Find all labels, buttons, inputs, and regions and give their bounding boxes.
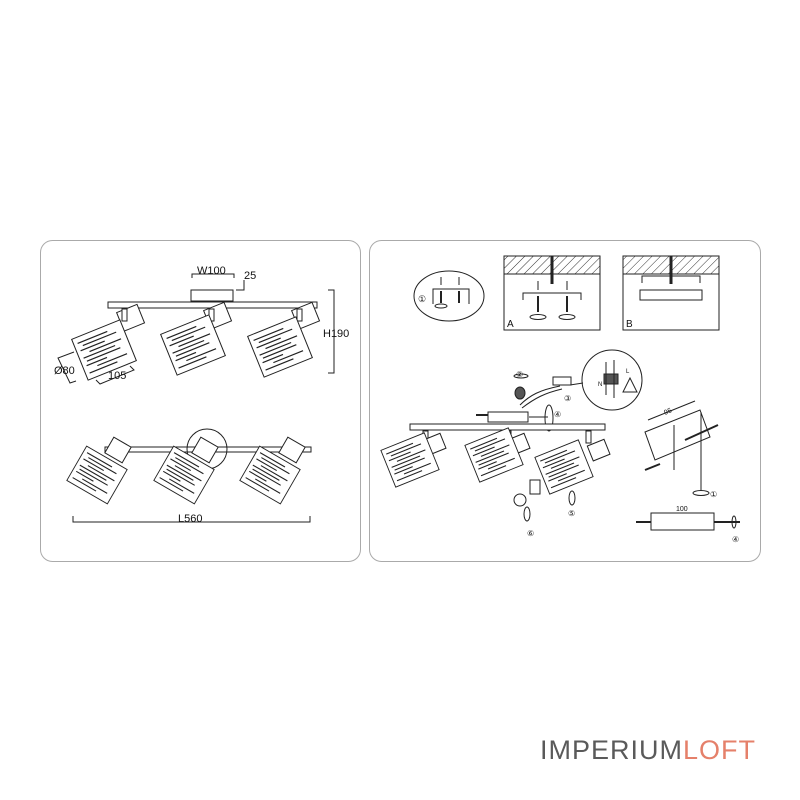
step-1-marker: ① <box>418 294 426 304</box>
length-label: L560 <box>178 513 202 525</box>
installation-panel <box>369 240 761 562</box>
top-view <box>66 428 312 523</box>
brand-logo: IMPERIUMLOFT <box>540 735 756 766</box>
bracket-spacing-label: 95 <box>663 407 673 416</box>
exploded-fixture <box>380 349 643 522</box>
bracket-width-label: 100 <box>676 506 688 513</box>
base-height-label: 25 <box>244 270 256 282</box>
step-1-marker-bracket: ① <box>710 490 717 499</box>
panel-b <box>622 255 720 331</box>
logo-part1: IMPERIUM <box>540 735 683 765</box>
step-4-marker-bracket: ④ <box>732 535 739 544</box>
step-4-marker: ④ <box>554 410 561 419</box>
front-view <box>57 273 335 385</box>
height-label: H190 <box>323 328 349 340</box>
step-5-marker: ⑤ <box>568 509 575 518</box>
detail-step-1 <box>413 270 485 322</box>
width-label: W100 <box>197 265 226 277</box>
panel-b-label: B <box>626 319 633 330</box>
step-2-marker: ② <box>516 370 523 379</box>
wire-n-label: N <box>598 382 602 388</box>
panel-a-label: A <box>507 319 514 330</box>
logo-part2: LOFT <box>683 735 757 765</box>
diameter-label: Ø80 <box>54 365 75 377</box>
dimensions-panel <box>40 240 361 562</box>
bracket-mounting <box>636 400 740 531</box>
step-3-marker: ③ <box>564 394 571 403</box>
step-6-marker: ⑥ <box>527 529 534 538</box>
wire-l-label: L <box>626 369 630 375</box>
shade-length-label: 105 <box>108 370 126 382</box>
panel-a <box>503 255 601 331</box>
